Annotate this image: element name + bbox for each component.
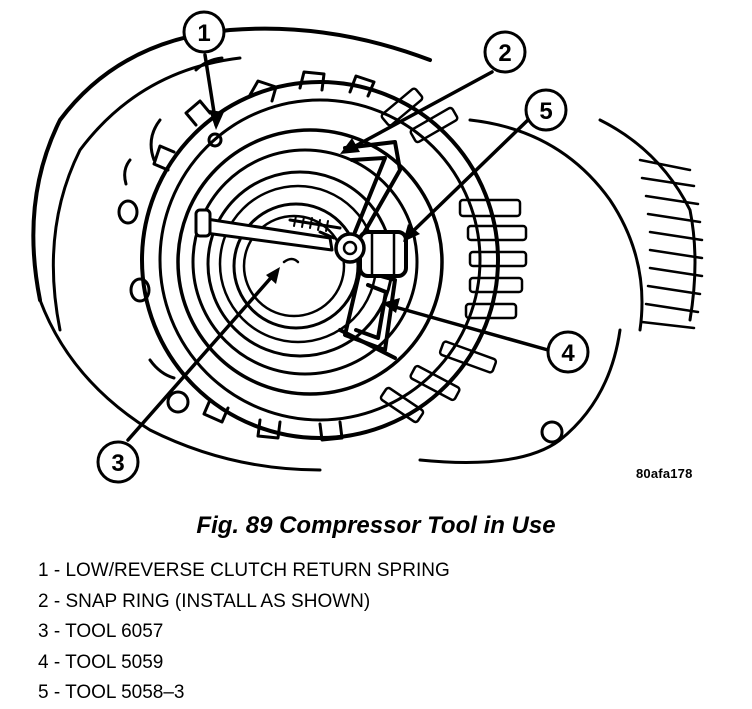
clutch-housing (140, 70, 500, 442)
return-spring-center (282, 257, 300, 264)
drawing-id: 80afa178 (636, 466, 693, 481)
leader-lines (126, 53, 550, 442)
legend-item-2: 2 - SNAP RING (INSTALL AS SHOWN) (38, 590, 371, 612)
callout-5-label: 5 (539, 98, 552, 125)
legend-item-5: 5 - TOOL 5058–3 (38, 682, 185, 703)
legend-item-1: 1 - LOW/REVERSE CLUTCH RETURN SPRING (38, 560, 450, 581)
callout-4: 4 (546, 330, 590, 374)
callout-1: 1 (182, 10, 226, 54)
legend-item-3: 3 - TOOL 6057 (38, 621, 164, 642)
callout-3-label: 3 (111, 450, 124, 477)
callout-1-label: 1 (197, 20, 210, 47)
legend-item-4: 4 - TOOL 5059 (38, 651, 164, 673)
callout-3: 3 (96, 440, 140, 484)
callout-2-label: 2 (498, 40, 511, 67)
tool-6057-bar (194, 208, 342, 252)
compressor-tool-illustration: 1 2 5 4 3 (31, 10, 704, 484)
clutch-plate-tabs (379, 87, 528, 424)
figure-caption: Fig. 89 Compressor Tool in Use (196, 512, 556, 539)
callout-4-label: 4 (561, 340, 575, 367)
ring-gear-teeth (638, 158, 704, 330)
parts-legend: 1 - LOW/REVERSE CLUTCH RETURN SPRING 2 -… (38, 556, 450, 709)
tool-5059-frame (338, 140, 402, 360)
callout-2: 2 (483, 30, 527, 74)
transmission-case (31, 26, 697, 472)
callout-5: 5 (524, 88, 568, 132)
tool-5058-3-nut (318, 230, 408, 278)
